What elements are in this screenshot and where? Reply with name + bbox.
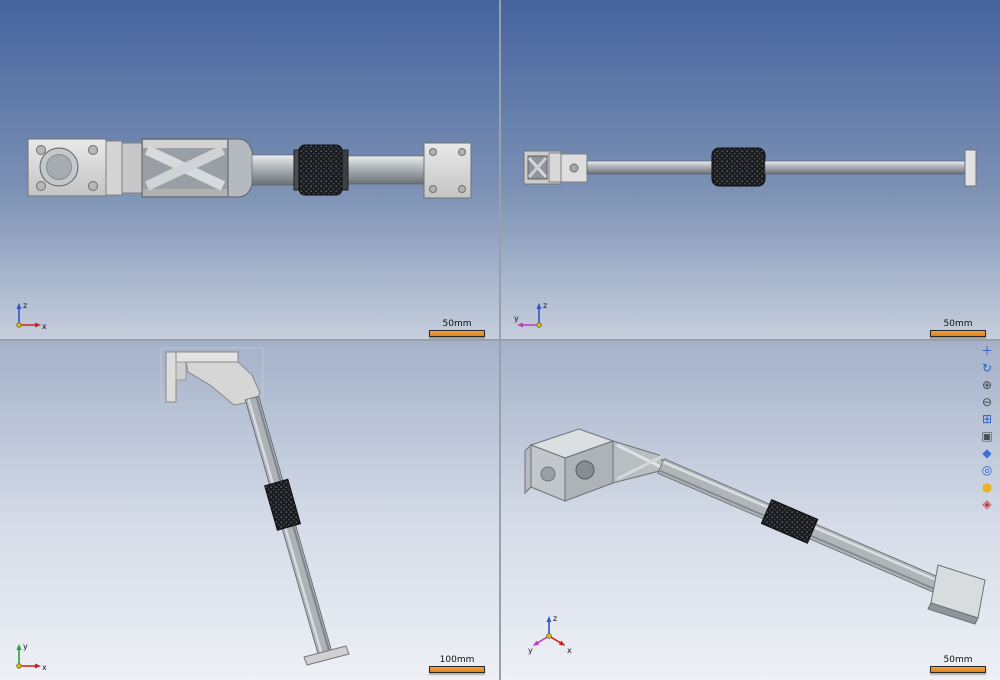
scale-bar-graphic xyxy=(429,330,485,337)
axis-label-up: z xyxy=(543,301,547,310)
scale-bar: 50mm xyxy=(930,655,986,673)
pan-icon[interactable]: ＋ xyxy=(980,344,993,358)
axis-indicator: z x y xyxy=(528,614,572,655)
zoom-in-icon[interactable]: ⊕ xyxy=(981,378,993,392)
bracket xyxy=(523,150,588,185)
scale-bar: 100mm xyxy=(429,655,485,673)
axis-indicator: y x xyxy=(16,642,47,672)
viewport-divider-horizontal xyxy=(0,339,1000,341)
viewport-isometric[interactable]: z x y 50mm ＋ ↻ ⊕ ⊖ ⊞ ▣ ◆ ◎ ● ◈ xyxy=(501,341,1000,680)
scale-bar-graphic xyxy=(429,666,485,673)
scale-label: 100mm xyxy=(439,655,475,665)
part-drawing-top xyxy=(523,147,977,187)
axis-label-up: z xyxy=(553,614,557,623)
scale-bar-graphic xyxy=(930,666,986,673)
iso-view-icon[interactable]: ◆ xyxy=(982,446,992,460)
axis-label-side: x xyxy=(42,663,47,672)
gusset-truss xyxy=(612,440,668,484)
truss-section xyxy=(141,138,255,198)
scale-bar: 50mm xyxy=(429,319,485,337)
axis-indicator: z x xyxy=(16,301,47,331)
scale-label: 50mm xyxy=(943,319,973,329)
fit-view-icon[interactable]: ▣ xyxy=(981,429,993,443)
axis-label-side: x xyxy=(42,322,47,331)
tube xyxy=(764,160,966,175)
axis-label-up: y xyxy=(23,642,28,651)
view-toolbar: ＋ ↻ ⊕ ⊖ ⊞ ▣ ◆ ◎ ● ◈ xyxy=(977,343,999,512)
zoom-out-icon[interactable]: ⊖ xyxy=(981,395,993,409)
orbit-icon[interactable]: ↻ xyxy=(981,361,993,375)
foot-plate xyxy=(303,645,350,666)
knurled-collar xyxy=(711,147,766,187)
scale-label: 50mm xyxy=(943,655,973,665)
zoom-window-icon[interactable]: ⊞ xyxy=(981,412,993,426)
axis-label-up: z xyxy=(23,301,27,310)
look-at-icon[interactable]: ◎ xyxy=(981,463,993,477)
measure-icon[interactable]: ◈ xyxy=(982,497,992,511)
scale-bar-graphic xyxy=(930,330,986,337)
viewport-top[interactable]: z y 50mm xyxy=(501,0,1000,339)
render-mode-icon[interactable]: ● xyxy=(981,480,993,494)
part-drawing-side xyxy=(160,347,350,666)
scale-bar: 50mm xyxy=(930,319,986,337)
axis-label-right: x xyxy=(567,646,572,655)
knurled-collar xyxy=(760,498,819,544)
bracket xyxy=(524,428,615,502)
viewport-side[interactable]: y x 100mm xyxy=(0,341,499,680)
end-plate xyxy=(927,564,986,625)
viewport-front[interactable]: z x 50mm xyxy=(0,0,499,339)
part-drawing-front xyxy=(27,138,472,199)
scale-label: 50mm xyxy=(442,319,472,329)
axis-label-left: y xyxy=(528,646,533,655)
knurled-collar xyxy=(293,144,349,196)
axis-label-side: y xyxy=(514,314,519,323)
tube xyxy=(586,160,713,175)
bracket xyxy=(27,138,143,197)
knurled-collar xyxy=(264,478,302,531)
axis-indicator: z y xyxy=(514,301,547,328)
end-plate xyxy=(964,149,977,187)
bracket-outline xyxy=(160,347,264,406)
end-plate xyxy=(423,142,472,199)
bracket xyxy=(165,351,261,406)
part-drawing-isometric xyxy=(524,428,986,625)
